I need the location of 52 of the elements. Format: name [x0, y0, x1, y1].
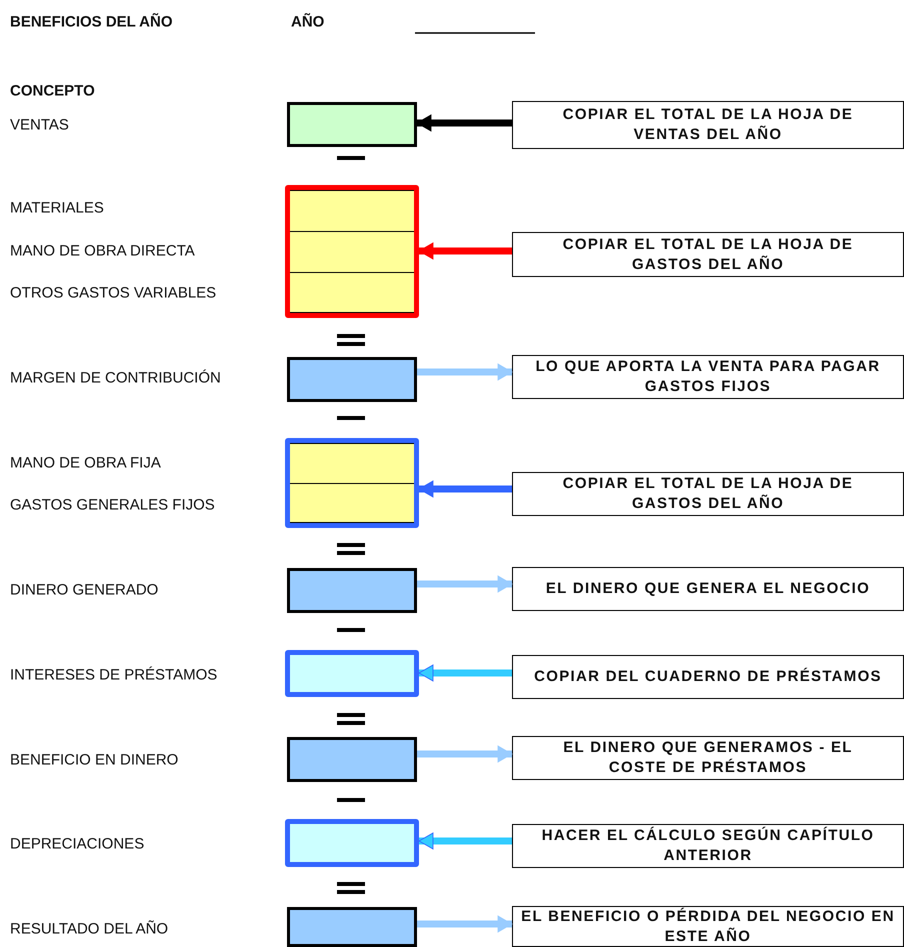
concept-label: BENEFICIO EN DINERO: [10, 752, 178, 768]
concept-label: VENTAS: [10, 116, 69, 134]
input-box: [287, 568, 417, 613]
arrow: [417, 916, 512, 932]
arrow: [418, 664, 512, 682]
concept-label: INTERESES DE PRÉSTAMOS: [10, 666, 218, 684]
concept-label: DINERO GENERADO: [10, 582, 158, 598]
input-box: [287, 737, 417, 782]
note-box: [512, 355, 904, 399]
arrow: [418, 242, 512, 260]
concept-label: MARGEN DE CONTRIBUCIÓN: [10, 370, 221, 386]
note-text: COPIAR EL TOTAL DE LA HOJA DE GASTOS DEL AÑO: [562, 474, 854, 514]
note-box: [512, 232, 904, 277]
note-box: [512, 472, 904, 516]
note-text: EL BENEFICIO O PÉRDIDA DEL NEGOCIO EN ESTE AÑO: [520, 906, 896, 946]
note-text: EL DINERO QUE GENERA EL NEGOCIO: [546, 579, 870, 599]
arrow: [417, 576, 512, 592]
note-text: COPIAR EL TOTAL DE LA HOJA DE GASTOS DEL AÑO: [562, 234, 854, 274]
heading: CONCEPTO: [10, 82, 95, 100]
input-box: [287, 102, 417, 147]
note-box: [512, 101, 904, 149]
note-text: COPIAR DEL CUADERNO DE PRÉSTAMOS: [534, 667, 882, 687]
grouped-input-box: [285, 185, 419, 318]
concept-label: OTROS GASTOS VARIABLES: [10, 284, 216, 302]
concept-label: GASTOS GENERALES FIJOS: [10, 496, 215, 514]
input-box: [287, 357, 417, 402]
input-box: [287, 907, 417, 947]
note-text: HACER EL CÁLCULO SEGÚN CAPÍTULO ANTERIOR: [540, 826, 876, 866]
arrow: [418, 832, 512, 850]
note-text: LO QUE APORTA LA VENTA PARA PAGAR GASTOS FIJOS: [534, 357, 882, 397]
arrow: [418, 480, 512, 498]
note-box: [512, 655, 904, 699]
input-box: [285, 650, 419, 697]
input-row: [290, 483, 414, 523]
concept-label: RESULTADO DEL AÑO: [10, 920, 168, 938]
input-row: [290, 272, 414, 313]
note-text: COPIAR EL TOTAL DE LA HOJA DE VENTAS DEL AÑO: [562, 105, 854, 145]
concept-label: MANO DE OBRA DIRECTA: [10, 242, 195, 260]
concept-label: DEPRECIACIONES: [10, 836, 144, 852]
title: BENEFICIOS DEL AÑO: [10, 14, 173, 30]
note-box: [512, 567, 904, 611]
arrow: [416, 114, 512, 132]
concept-label: MANO DE OBRA FIJA: [10, 454, 161, 472]
note-text: EL DINERO QUE GENERAMOS - EL COSTE DE PRÉSTAMOS: [563, 738, 853, 778]
arrow: [417, 364, 512, 380]
note-box: [512, 824, 904, 868]
input-box: [285, 819, 419, 867]
heading: AÑO: [291, 14, 324, 30]
concept-label: MATERIALES: [10, 200, 104, 216]
note-box: [512, 736, 904, 780]
arrow: [417, 746, 512, 762]
grouped-input-box: [285, 438, 419, 528]
